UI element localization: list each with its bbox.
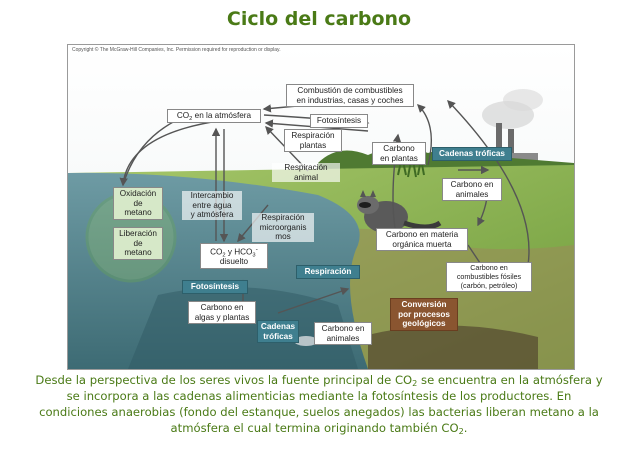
caption-line-3: condiciones anaerobias (fondo del estanq… [39,405,599,419]
fish [294,336,318,346]
oxidation-line1: Oxidación [119,189,157,198]
release-line3: metano [124,248,152,257]
dead-matter-line1: Carbono en materia [385,230,459,239]
dissolved-co2-sub: 2 [222,252,226,259]
carbon-animals-water-line1: Carbono en [321,324,365,333]
dissolved-hco3-sup: - [255,246,258,253]
copyright-notice: Copyright © The McGraw-Hill Companies, I… [72,47,281,53]
dissolved-hco3-text: y HCO [225,247,253,257]
co2-text: CO [176,111,190,120]
oxidation-line3: metano [124,208,152,217]
dissolved-co2-text: CO [210,247,223,257]
algae-line1: Carbono en [200,303,244,312]
caption-co2-sub: 2 [412,378,418,388]
label-photosynthesis-top: Fotosíntesis [310,114,368,128]
micro-respiration-line3: mos [275,232,291,241]
conversion-line3: geológicos [402,319,446,328]
label-respiration-water: Respiración [296,265,360,279]
label-geological-conversion: Conversión por procesos geológicos [390,298,458,331]
label-carbon-in-animals-top: Carbono en animales [442,178,502,201]
caption-line-1: Desde la perspectiva de los seres vivos … [4,372,634,388]
fossil-line3: (carbón, petróleo) [460,280,518,290]
factory-chimney [508,129,514,163]
label-methane-oxidation: Oxidación de metano [113,187,163,220]
dissolved-hco3-sub: 3 [252,252,256,259]
carbon-plants-line1: Carbono [383,144,415,153]
dead-matter-line2: orgánica muerta [392,239,452,249]
label-combustion: Combustión de combustibles en industrias… [286,84,414,107]
plant-respiration-line2: plantas [299,140,327,150]
caption-line-4a: atmósfera el cual termina originando tam… [170,421,459,435]
atmosphere-text: en la atmósfera [192,111,252,120]
animal-respiration-line2: animal [293,172,319,182]
label-plant-respiration: Respiración plantas [284,129,342,152]
label-carbon-in-animals-water: Carbono en animales [314,322,372,345]
food-chains-water-line1: Cadenas [260,322,296,331]
label-water-air-exchange: Intercambio entre agua y atmósfera [182,191,242,220]
micro-respiration-line2: microorganis [259,222,307,232]
caption-line-4: atmósfera el cual termina originando tam… [4,420,634,436]
caption-line-1a: Desde la perspectiva de los seres vivos … [35,373,413,387]
label-carbon-algae-plants: Carbono en algas y plantas [188,301,256,324]
label-carbon-in-plants: Carbono en plantas [372,142,426,165]
caption-line-2: se incorpora a las cadenas alimenticias … [66,389,572,403]
plant-respiration-line1: Respiración [291,131,335,140]
label-animal-respiration: Respiración animal [272,163,340,182]
raccoon-illustration [357,190,442,233]
label-food-chains-water: Cadenas tróficas [257,320,299,343]
carbon-animals-top-line1: Carbono en [450,180,494,189]
co2-subscript: 2 [189,116,193,122]
food-chains-water-line2: tróficas [263,331,293,341]
label-combustion-line1: Combustión de combustibles [297,86,403,95]
label-photosynthesis-water: Fotosíntesis [182,280,248,294]
explanation-caption: Desde la perspectiva de los seres vivos … [4,372,634,436]
micro-respiration-line1: Respiración [261,213,305,222]
fossil-line1: Carbono en [470,263,508,272]
label-food-chains-top: Cadenas tróficas [432,147,512,161]
label-fossil-fuels: Carbono en combustibles fósiles (carbón,… [446,262,532,293]
label-microorganism-respiration: Respiración microorganis mos [252,213,314,242]
label-co2-atmosphere: CO2 en la atmósfera [167,109,261,123]
pond-bottom [128,287,358,369]
exchange-line1: Intercambio [190,191,234,200]
carbon-animals-water-line2: animales [326,333,360,343]
dissolved-co2-line1: CO2 y HCO3- [203,245,265,259]
caption-line-1b: se encuentra en la atmósfera y [417,373,603,387]
caption-line-4b: . [463,421,468,435]
exchange-line2: entre agua [192,200,232,210]
release-line1: Liberación [119,229,157,238]
carbon-cycle-figure: Copyright © The McGraw-Hill Companies, I… [67,44,575,370]
label-dissolved-co2: CO2 y HCO3- disuelto [200,243,268,269]
page-title: Ciclo del carbono [226,8,412,30]
caption-co2-sub-2: 2 [458,426,464,436]
carbon-plants-line2: en plantas [380,153,418,163]
exchange-line3: y atmósfera [190,210,234,219]
algae-line2: algas y plantas [194,312,250,322]
release-line2: de [133,238,143,248]
label-dead-organic-matter: Carbono en materia orgánica muerta [376,228,468,251]
carbon-animals-top-line2: animales [455,189,489,199]
dissolved-co2-line2: disuelto [219,257,249,267]
oxidation-line2: de [133,198,143,208]
label-methane-release: Liberación de metano [113,227,163,260]
fossil-line2: combustibles fósiles [456,271,522,281]
conversion-line1: Conversión [401,300,447,309]
fossil-layer [368,325,538,369]
animal-respiration-line1: Respiración [284,163,328,172]
conversion-line2: por procesos [398,309,450,319]
label-combustion-line2: en industrias, casas y coches [296,95,404,105]
smoke-cloud [503,89,543,111]
factory-chimney [496,123,502,163]
